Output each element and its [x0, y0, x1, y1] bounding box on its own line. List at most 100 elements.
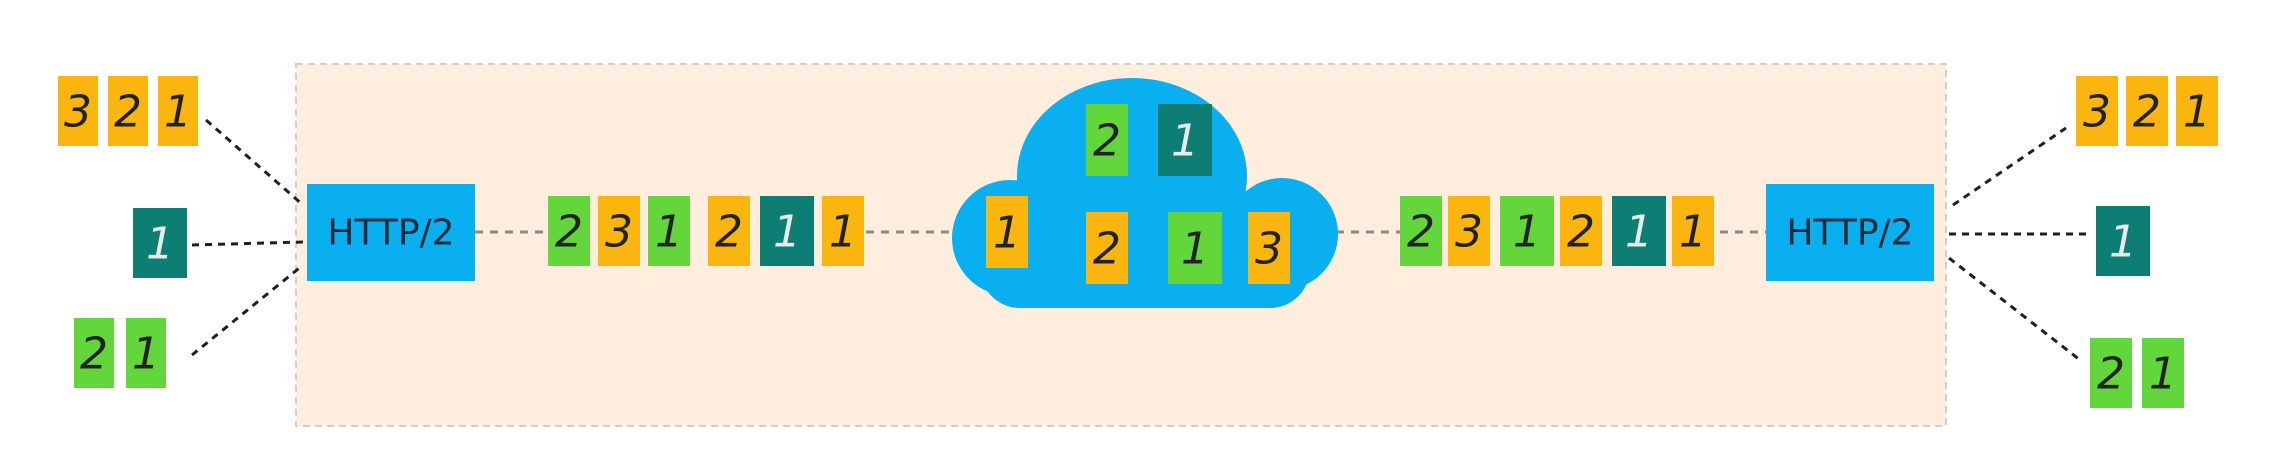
packet-box — [1560, 196, 1602, 266]
cloud-packet-5: 1 — [1168, 212, 1222, 284]
packet-box — [74, 318, 114, 388]
packet-box — [158, 76, 198, 146]
cloud-packet-2: 1 — [1158, 104, 1212, 176]
packet-box — [108, 76, 148, 146]
packet-box — [760, 196, 814, 266]
cloud-packet-3: 1 — [986, 196, 1028, 268]
packet-label: 1 — [1513, 207, 1541, 258]
packet-box — [1158, 104, 1212, 176]
packet-label: 2 — [555, 207, 583, 258]
packet-label: 3 — [1455, 207, 1483, 258]
stream-connector-teal-left — [191, 240, 304, 247]
packet-box — [1612, 196, 1666, 266]
right-frame-6: 1 — [1672, 196, 1714, 266]
packet-label: 1 — [1679, 207, 1707, 258]
cloud-packet-4: 2 — [1086, 212, 1128, 284]
right-frame-4: 2 — [1560, 196, 1602, 266]
packet-label: 2 — [715, 207, 743, 258]
packet-box — [2176, 76, 2218, 146]
packet-box — [1448, 196, 1490, 266]
right-stream-3-packet: 1 — [2142, 338, 2184, 408]
packet-label: 2 — [1093, 224, 1121, 275]
right-stream-3-packet: 2 — [2090, 338, 2132, 408]
packet-box — [986, 196, 1028, 268]
packet-box — [648, 196, 690, 266]
http2-label-left: HTTP/2 — [327, 213, 454, 254]
packet-label: 1 — [164, 87, 192, 138]
packet-label: 1 — [146, 219, 174, 270]
packet-label: 1 — [2109, 217, 2137, 268]
packet-box — [1086, 104, 1128, 176]
packet-box — [2096, 206, 2150, 276]
http2-label-right: HTTP/2 — [1786, 213, 1913, 254]
packet-box — [708, 196, 750, 266]
packet-box — [548, 196, 590, 266]
packet-label: 3 — [1255, 224, 1283, 275]
packet-box — [822, 196, 864, 266]
packet-label: 1 — [655, 207, 683, 258]
packet-label: 3 — [605, 207, 633, 258]
packet-box — [2090, 338, 2132, 408]
packet-label: 1 — [829, 207, 857, 258]
stream-connector-orange-left — [205, 118, 304, 207]
packet-box — [598, 196, 640, 266]
packet-label: 2 — [2133, 87, 2161, 138]
packet-label: 3 — [2083, 87, 2111, 138]
stream-connector-green-right — [1948, 256, 2081, 362]
packet-label: 1 — [773, 207, 801, 258]
packet-box — [1672, 196, 1714, 266]
packet-label: 1 — [1181, 224, 1209, 275]
packet-label: 2 — [1567, 207, 1595, 258]
left-stream-1-packet: 1 — [158, 76, 198, 146]
packet-label: 1 — [1625, 207, 1653, 258]
stream-connector-green-left — [191, 263, 304, 357]
packet-box — [58, 76, 98, 146]
packet-box — [126, 318, 166, 388]
packet-box — [1500, 196, 1554, 266]
stream-connector-orange-right — [1952, 126, 2067, 207]
http2-box-right — [1766, 184, 1934, 281]
packet-label: 2 — [2097, 349, 2125, 400]
right-stream-1-packet: 1 — [2176, 76, 2218, 146]
packet-label: 2 — [1407, 207, 1435, 258]
left-frame-4: 2 — [708, 196, 750, 266]
left-frame-3: 1 — [648, 196, 690, 266]
packet-label: 1 — [1171, 116, 1199, 167]
right-frame-2: 3 — [1448, 196, 1490, 266]
cloud-packet-6: 3 — [1248, 212, 1290, 284]
right-stream-1-packet: 3 — [2076, 76, 2118, 146]
packet-box — [2142, 338, 2184, 408]
packet-box — [1086, 212, 1128, 284]
packet-label: 1 — [2183, 87, 2211, 138]
left-stream-1-packet: 3 — [58, 76, 98, 146]
left-stream-3-packet: 2 — [74, 318, 114, 388]
left-frame-6: 1 — [822, 196, 864, 266]
packet-label: 1 — [993, 208, 1021, 259]
packet-label: 2 — [1093, 116, 1121, 167]
right-stream-2-packet: 1 — [2096, 206, 2150, 276]
http2-box-left — [307, 184, 475, 281]
right-frame-5: 1 — [1612, 196, 1666, 266]
packet-box — [1400, 196, 1442, 266]
right-frame-3: 1 — [1500, 196, 1554, 266]
right-stream-1-packet: 2 — [2126, 76, 2168, 146]
packet-label: 2 — [114, 87, 142, 138]
left-stream-1-packet: 2 — [108, 76, 148, 146]
right-frame-1: 2 — [1400, 196, 1442, 266]
left-frame-5: 1 — [760, 196, 814, 266]
packet-box — [133, 208, 187, 278]
left-stream-3-packet: 1 — [126, 318, 166, 388]
packet-label: 1 — [132, 329, 160, 380]
packet-label: 1 — [2149, 349, 2177, 400]
left-frame-2: 3 — [598, 196, 640, 266]
cloud-packet-1: 2 — [1086, 104, 1128, 176]
packet-box — [2126, 76, 2168, 146]
packet-label: 3 — [64, 87, 92, 138]
packet-label: 2 — [80, 329, 108, 380]
left-stream-2-packet: 1 — [133, 208, 187, 278]
packet-box — [1248, 212, 1290, 284]
packet-box — [2076, 76, 2118, 146]
packet-box — [1168, 212, 1222, 284]
